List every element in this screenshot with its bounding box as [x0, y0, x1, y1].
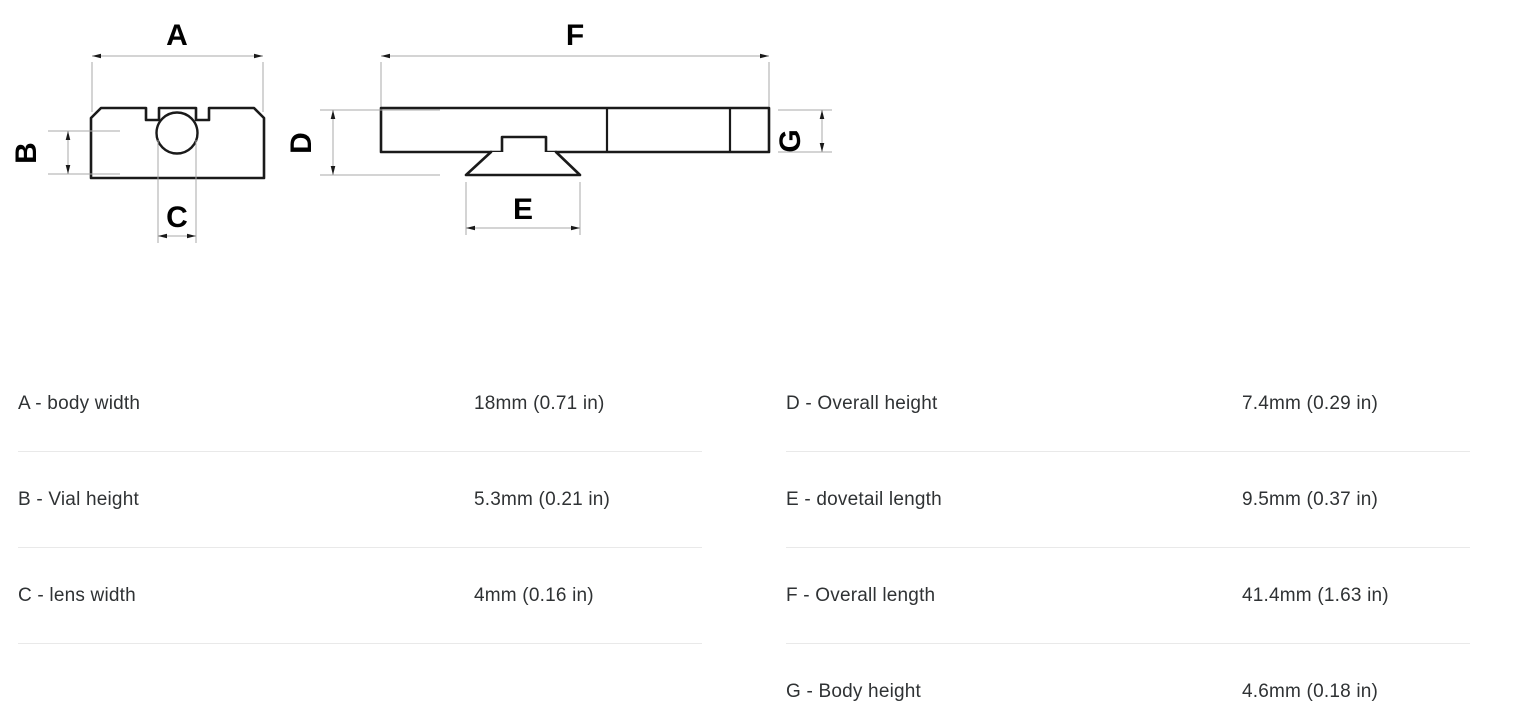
callout-b-label: B	[10, 142, 43, 164]
spec-label: G - Body height	[786, 681, 922, 702]
dimension-e	[465, 182, 581, 235]
table-row: C - lens width 4mm (0.16 in)	[18, 548, 750, 644]
callout-f-label: F	[566, 19, 584, 52]
table-row: D - Overall height 7.4mm (0.29 in)	[786, 356, 1518, 452]
dovetail-foot	[464, 150, 582, 177]
spec-label: D - Overall height	[786, 393, 938, 414]
spec-value: 4.6mm (0.18 in)	[1242, 681, 1379, 702]
table-row: B - Vial height 5.3mm (0.21 in)	[18, 452, 750, 548]
spec-value: 7.4mm (0.29 in)	[1242, 393, 1379, 414]
spec-value: 4mm (0.16 in)	[474, 585, 594, 606]
spec-value: 5.3mm (0.21 in)	[474, 489, 611, 510]
table-row: F - Overall length 41.4mm (1.63 in)	[786, 548, 1518, 644]
vial-circle	[155, 111, 199, 155]
callout-c-label: C	[166, 201, 188, 234]
table-row-spacer	[18, 644, 750, 715]
spec-label: F - Overall length	[786, 585, 936, 606]
table-row: E - dovetail length 9.5mm (0.37 in)	[786, 452, 1518, 548]
spec-value: 41.4mm (1.63 in)	[1242, 585, 1389, 606]
end-view-group	[48, 53, 266, 243]
dimension-b	[48, 130, 120, 175]
specs-right-column: D - Overall height 7.4mm (0.29 in) E - d…	[768, 356, 1536, 715]
callout-a-label: A	[166, 19, 188, 52]
dimension-f	[380, 53, 770, 112]
callout-e-label: E	[513, 193, 533, 226]
spec-label: C - lens width	[18, 585, 136, 606]
side-view-group	[320, 53, 832, 235]
dimension-a	[91, 53, 264, 112]
technical-drawing: A B C D E F G	[0, 0, 880, 300]
callout-d-label: D	[285, 132, 318, 154]
spec-label: A - body width	[18, 393, 141, 414]
dimension-c	[157, 140, 197, 243]
table-row: A - body width 18mm (0.71 in)	[18, 356, 750, 452]
dimension-d	[320, 109, 440, 176]
spec-label: E - dovetail length	[786, 489, 942, 510]
spec-label: B - Vial height	[18, 489, 139, 510]
dimension-g	[778, 109, 832, 153]
spec-value: 18mm (0.71 in)	[474, 393, 605, 414]
table-row: G - Body height 4.6mm (0.18 in)	[786, 644, 1518, 715]
callout-g-label: G	[774, 129, 807, 152]
specs-left-column: A - body width 18mm (0.71 in) B - Vial h…	[0, 356, 768, 715]
specifications-table: A - body width 18mm (0.71 in) B - Vial h…	[0, 356, 1536, 715]
side-view-body-outline	[379, 106, 771, 154]
spec-value: 9.5mm (0.37 in)	[1242, 489, 1379, 510]
